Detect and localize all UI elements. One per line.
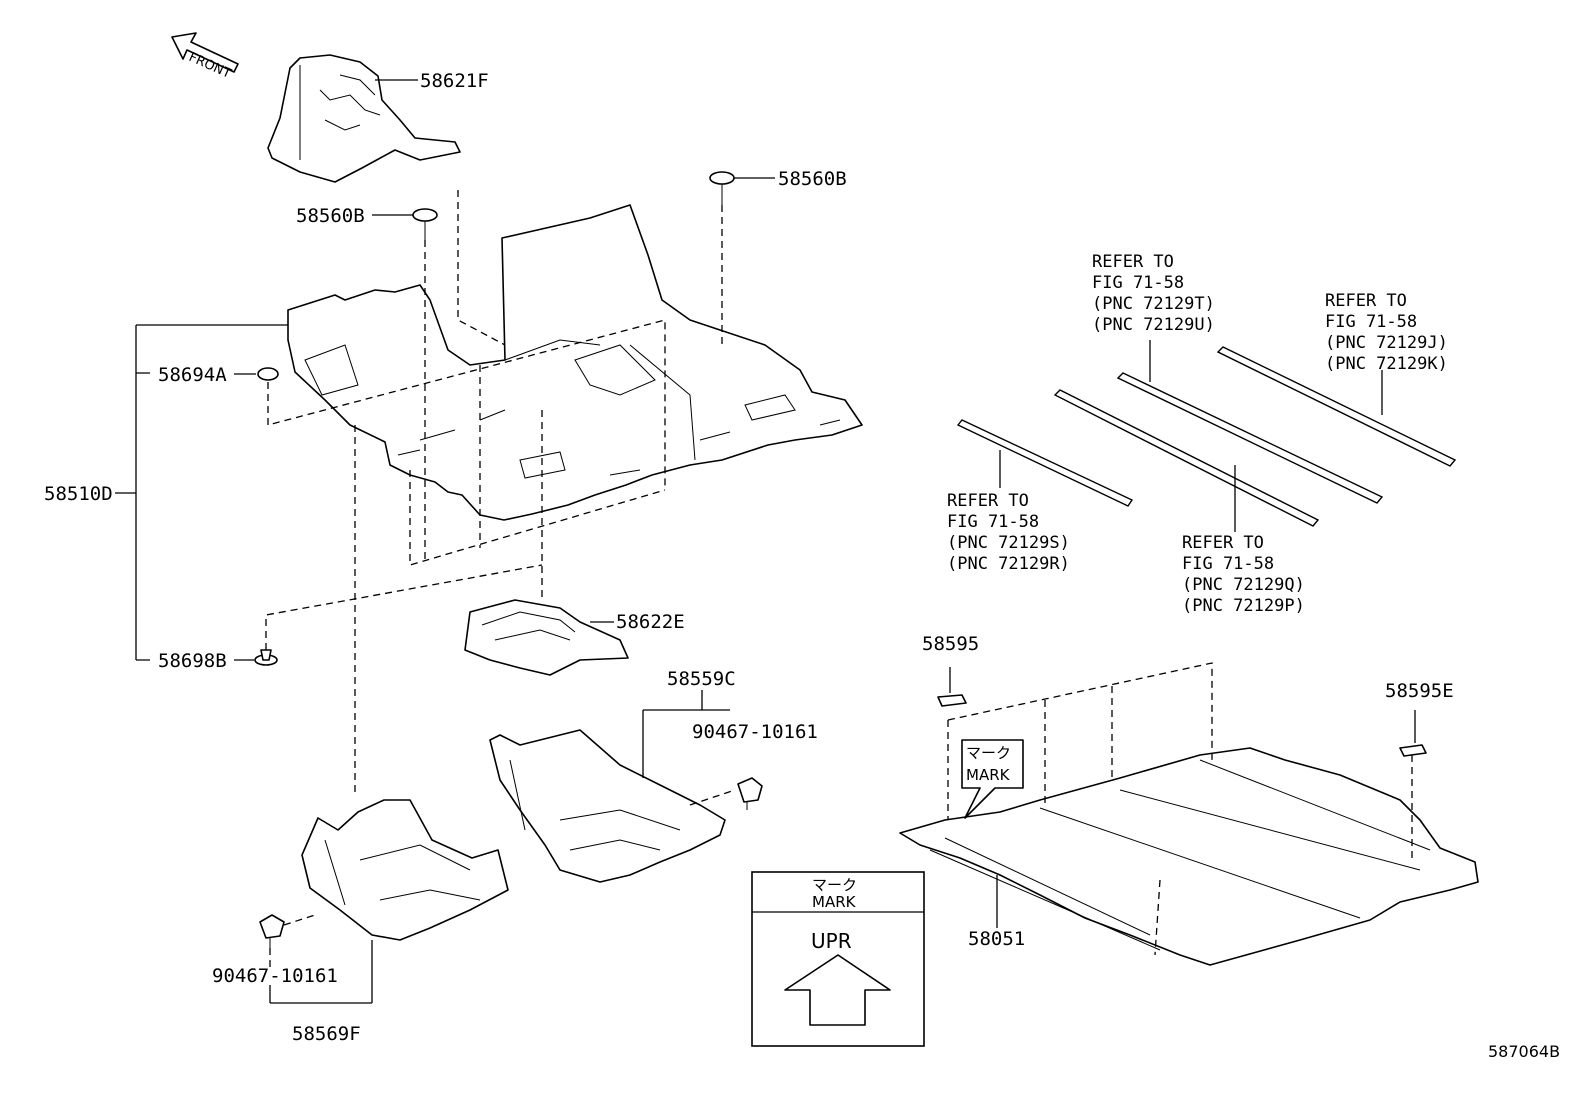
label-90467-left: 90467-10161 (212, 965, 338, 987)
ref-jk-line2: FIG 71-58 (1325, 312, 1417, 332)
ref-jk-line4: (PNC 72129K) (1325, 354, 1448, 374)
label-58559C: 58559C (667, 668, 736, 690)
front-arrow-icon (171, 32, 239, 73)
mark-callout: マーク MARK (961, 739, 1024, 819)
clip-58595E-icon (1399, 744, 1427, 757)
mark-callout-en: MARK (966, 766, 1011, 784)
clip-58560B-left-icon (412, 208, 438, 240)
ref-sr-line4: (PNC 72129R) (947, 554, 1070, 574)
mark-box-upr: UPR (811, 929, 852, 953)
ref-qp-line4: (PNC 72129P) (1182, 596, 1305, 616)
clip-90467-right-icon (737, 777, 763, 810)
label-58510D: 58510D (44, 483, 113, 505)
ref-sr-line1: REFER TO (947, 491, 1029, 511)
clip-58595-icon (937, 694, 967, 707)
ref-tu-line2: FIG 71-58 (1092, 273, 1184, 293)
label-58595: 58595 (922, 633, 979, 655)
clip-58560B-right-icon (709, 171, 735, 205)
clip-58694A-icon (257, 367, 279, 381)
ref-tu-line3: (PNC 72129T) (1092, 294, 1215, 314)
label-58622E: 58622E (616, 611, 685, 633)
label-58694A: 58694A (158, 364, 227, 386)
ref-jk-line1: REFER TO (1325, 291, 1407, 311)
label-58569F: 58569F (292, 1023, 361, 1045)
mark-box-jp: マーク (812, 876, 857, 894)
label-58051: 58051 (968, 928, 1025, 950)
label-58698B: 58698B (158, 650, 227, 672)
reference-strips (956, 346, 1457, 527)
part-58621F-shape (267, 54, 461, 183)
part-58569F-shape (301, 799, 509, 941)
label-58560B-right: 58560B (778, 168, 847, 190)
ref-tu-line1: REFER TO (1092, 252, 1174, 272)
refer-block-sr: REFER TO FIG 71-58 (PNC 72129S) (PNC 721… (947, 491, 1070, 574)
clip-90467-left-icon (259, 914, 285, 948)
part-58559C-shape (489, 729, 726, 883)
refer-block-tu: REFER TO FIG 71-58 (PNC 72129T) (PNC 721… (1092, 252, 1215, 335)
part-58622E-shape (464, 599, 629, 676)
mat-dashed-lines (947, 662, 1413, 956)
ref-jk-line3: (PNC 72129J) (1325, 333, 1448, 353)
refer-block-qp: REFER TO FIG 71-58 (PNC 72129Q) (PNC 721… (1182, 533, 1305, 616)
mark-upr-box: マーク MARK UPR (751, 871, 925, 1047)
label-58621F: 58621F (420, 70, 489, 92)
label-58560B-left: 58560B (296, 205, 365, 227)
ref-sr-line3: (PNC 72129S) (947, 533, 1070, 553)
mark-box-en: MARK (812, 893, 857, 911)
label-58595E: 58595E (1385, 680, 1454, 702)
mark-callout-jp: マーク (966, 744, 1011, 762)
part-58510D-carpet (287, 204, 863, 521)
up-arrow-icon (784, 954, 891, 1026)
label-90467-right: 90467-10161 (692, 721, 818, 743)
ref-qp-line3: (PNC 72129Q) (1182, 575, 1305, 595)
clip-58698B-icon (254, 649, 278, 666)
ref-tu-line4: (PNC 72129U) (1092, 315, 1215, 335)
figure-id: 587064B (1488, 1042, 1560, 1061)
ref-qp-line2: FIG 71-58 (1182, 554, 1274, 574)
ref-sr-line2: FIG 71-58 (947, 512, 1039, 532)
refer-block-jk: REFER TO FIG 71-58 (PNC 72129J) (PNC 721… (1325, 291, 1448, 374)
assembly-dashed-lines (265, 190, 736, 972)
ref-qp-line1: REFER TO (1182, 533, 1264, 553)
